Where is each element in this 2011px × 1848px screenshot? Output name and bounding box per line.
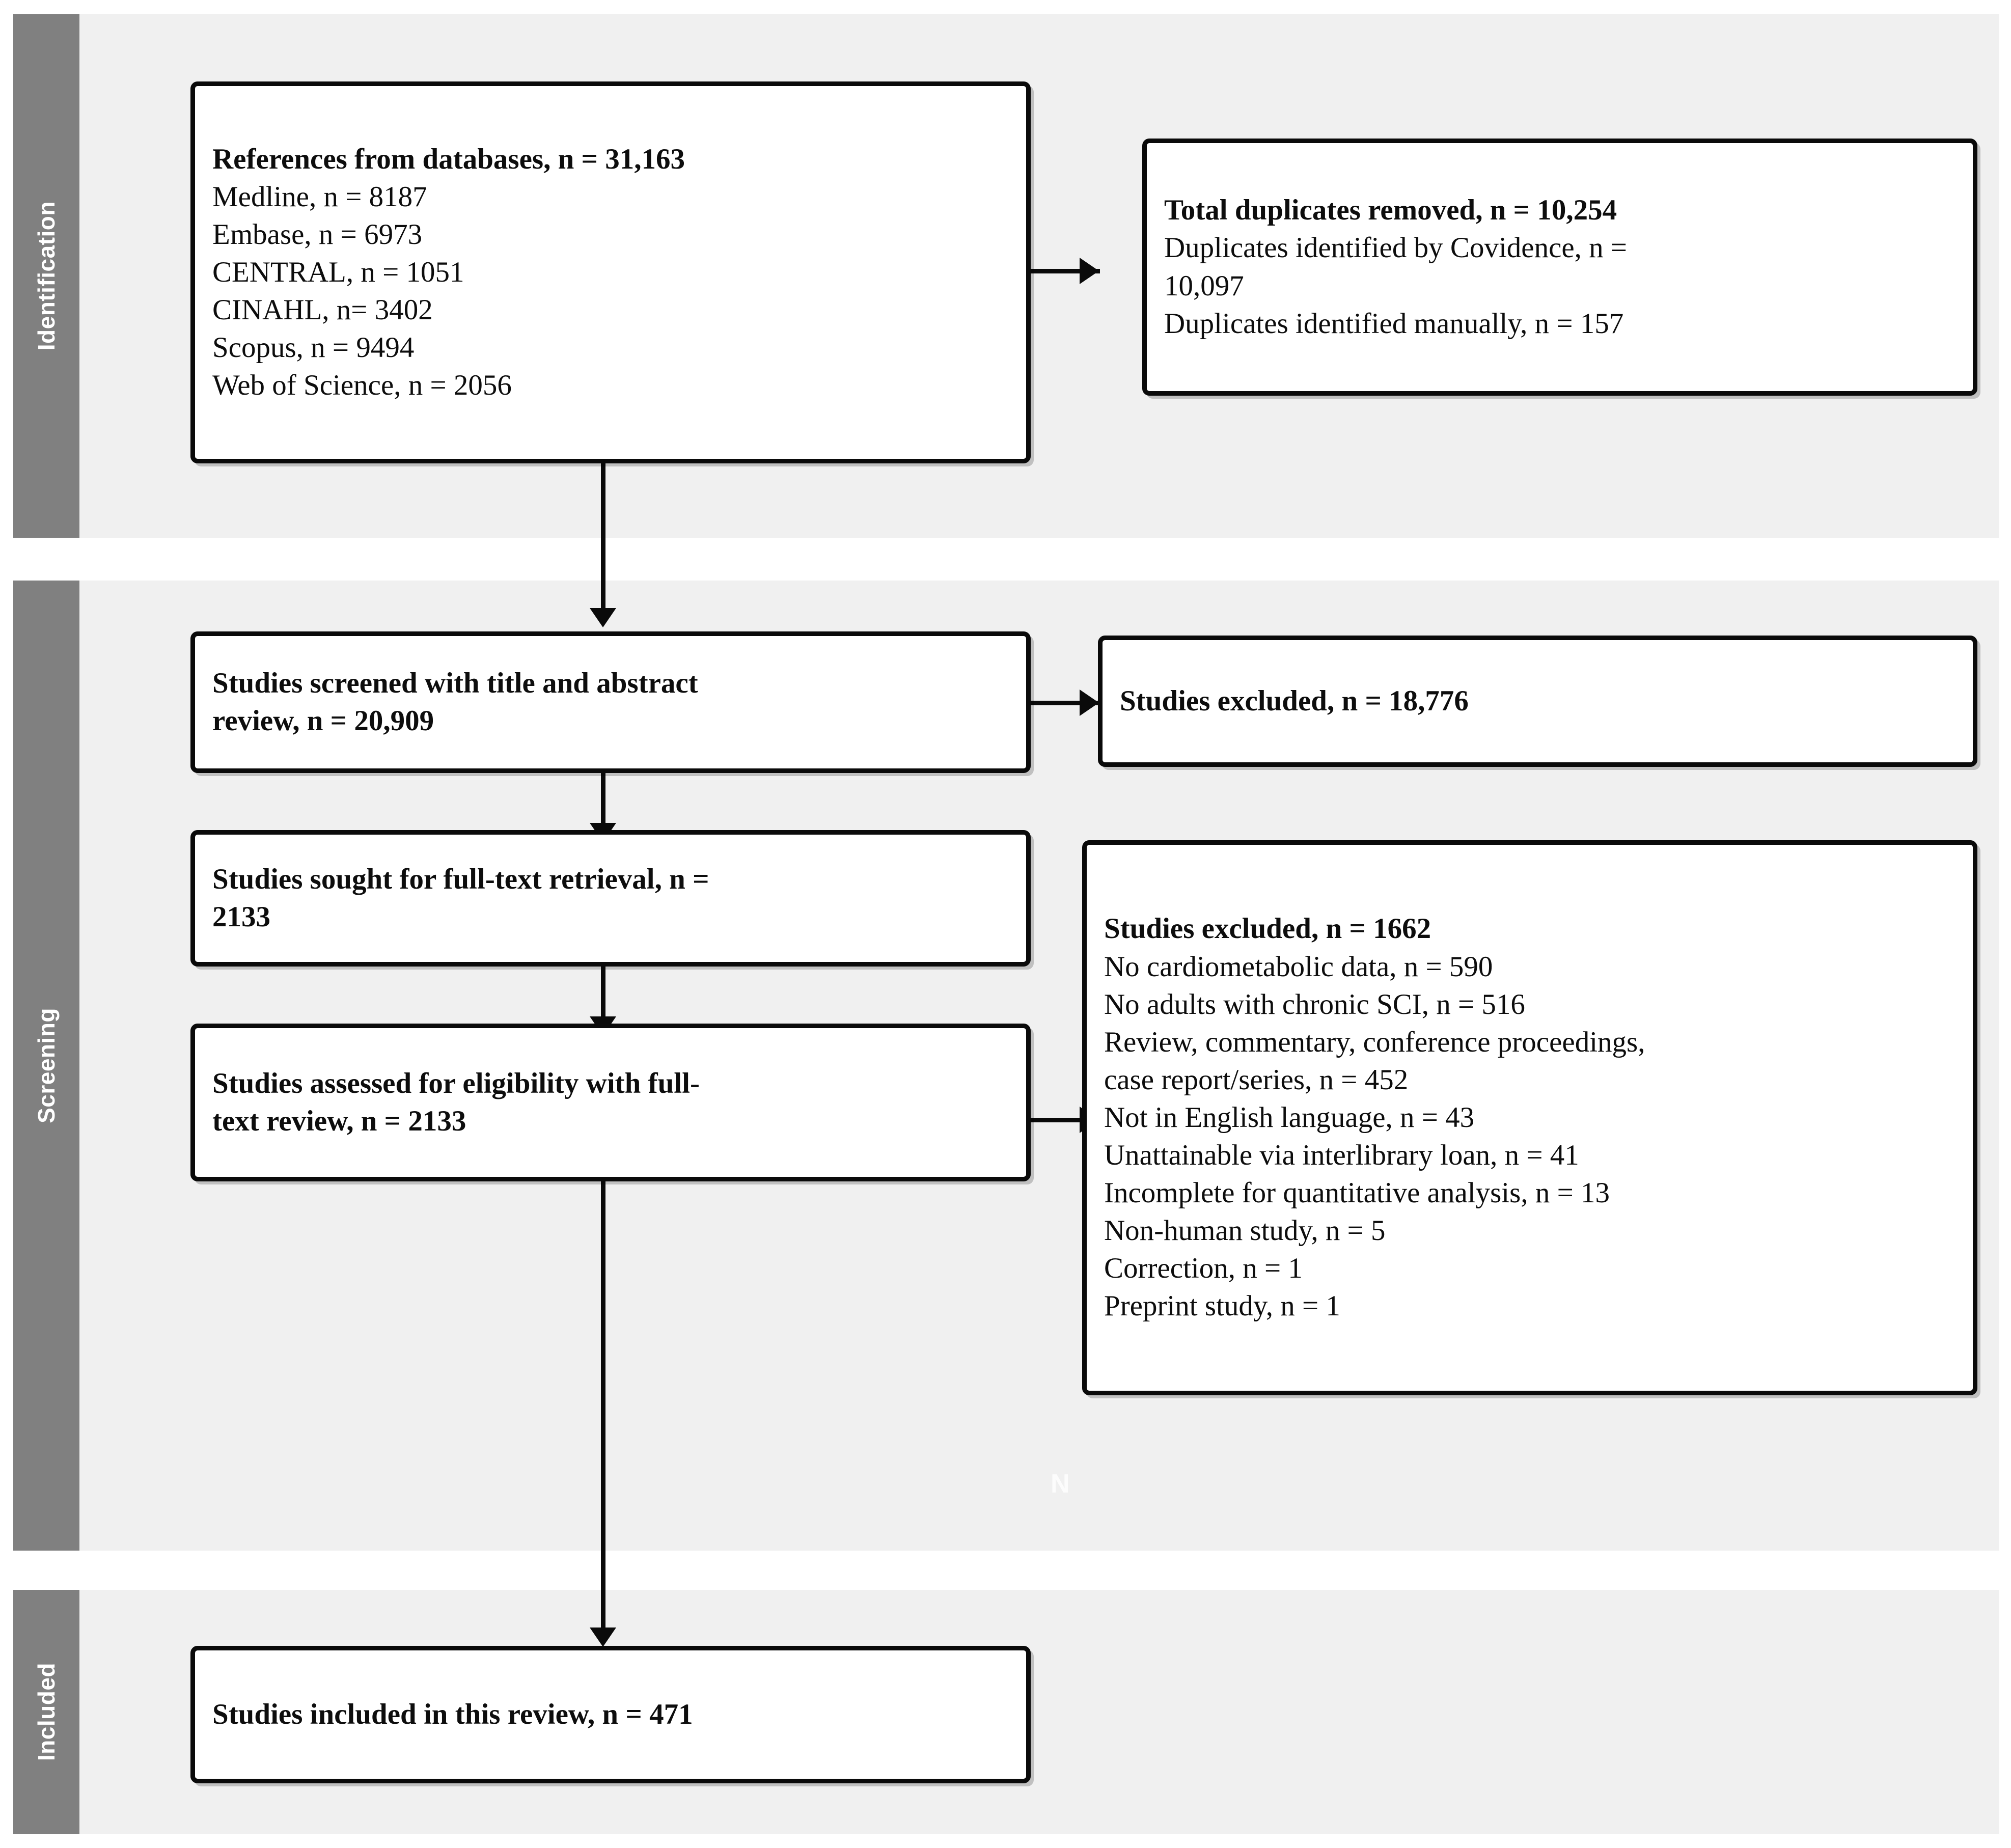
box-included-in-review: Studies included in this review, n = 471 bbox=[190, 1646, 1031, 1783]
box-line: CINAHL, n= 3402 bbox=[212, 294, 433, 326]
box-line: text review, n = 2133 bbox=[212, 1105, 466, 1137]
arrowhead-assessed-to-included bbox=[590, 1628, 616, 1647]
box-line: Scopus, n = 9494 bbox=[212, 332, 415, 364]
box-records-identified: References from databases, n = 31,163 Me… bbox=[190, 81, 1031, 463]
box-line: Correction, n = 1 bbox=[1104, 1252, 1303, 1285]
box-line: No adults with chronic SCI, n = 516 bbox=[1104, 988, 1525, 1020]
box-sought-full-text: Studies sought for full-text retrieval, … bbox=[190, 830, 1031, 967]
stage-tab-included: Included bbox=[13, 1590, 79, 1834]
box-line: Total duplicates removed, n = 10,254 bbox=[1164, 194, 1617, 227]
box-line: case report/series, n = 452 bbox=[1104, 1063, 1409, 1096]
box-line: Studies included in this review, n = 471 bbox=[212, 1698, 693, 1730]
box-line: Studies excluded, n = 1662 bbox=[1104, 913, 1431, 945]
box-line: Unattainable via interlibrary loan, n = … bbox=[1104, 1139, 1579, 1172]
connector-screened-to-sought bbox=[601, 773, 605, 842]
connector-assessed-to-excluded bbox=[1029, 1118, 1100, 1122]
box-line: Studies screened with title and abstract bbox=[212, 667, 698, 699]
stage-tab-identification: Identification bbox=[13, 14, 79, 538]
connector-screened-to-excluded bbox=[1029, 701, 1100, 705]
box-line: CENTRAL, n = 1051 bbox=[212, 256, 464, 288]
box-line: Not in English language, n = 43 bbox=[1104, 1101, 1475, 1134]
box-line: review, n = 20,909 bbox=[212, 705, 434, 737]
connector-identified-to-screened bbox=[601, 461, 605, 624]
arrowhead-identified-to-duplicates bbox=[1080, 258, 1099, 284]
stage-tab-identification-label: Identification bbox=[33, 201, 60, 351]
box-line: Studies excluded, n = 18,776 bbox=[1120, 684, 1469, 717]
box-duplicates-removed: Total duplicates removed, n = 10,254 Dup… bbox=[1142, 139, 1977, 396]
watermark-glyph: N bbox=[1051, 1469, 1070, 1499]
box-line: 10,097 bbox=[1164, 269, 1244, 302]
stage-tab-included-label: Included bbox=[33, 1663, 60, 1761]
box-line: 2133 bbox=[212, 901, 270, 933]
box-line: Studies assessed for eligibility with fu… bbox=[212, 1067, 700, 1099]
box-line: No cardiometabolic data, n = 590 bbox=[1104, 950, 1493, 983]
box-line: Embase, n = 6973 bbox=[212, 218, 423, 251]
connector-identified-to-duplicates bbox=[1029, 269, 1100, 273]
box-excluded-full-text: Studies excluded, n = 1662 No cardiometa… bbox=[1082, 840, 1977, 1395]
arrowhead-identified-to-screened bbox=[590, 608, 616, 627]
box-line: Review, commentary, conference proceedin… bbox=[1104, 1026, 1645, 1058]
stage-tab-screening-label: Screening bbox=[33, 1008, 60, 1123]
box-line: Duplicates identified by Covidence, n = bbox=[1164, 232, 1628, 264]
box-line: Duplicates identified manually, n = 157 bbox=[1164, 307, 1624, 340]
stage-tab-screening: Screening bbox=[13, 581, 79, 1551]
box-line: Non-human study, n = 5 bbox=[1104, 1215, 1386, 1247]
box-excluded-title-abstract: Studies excluded, n = 18,776 bbox=[1098, 636, 1977, 767]
arrowhead-screened-to-excluded bbox=[1080, 689, 1099, 716]
connector-sought-to-assessed bbox=[601, 967, 605, 1035]
connector-assessed-to-included bbox=[601, 1181, 605, 1640]
box-line: References from databases, n = 31,163 bbox=[212, 143, 685, 175]
box-screened-title-abstract: Studies screened with title and abstract… bbox=[190, 631, 1031, 773]
box-assessed-eligibility: Studies assessed for eligibility with fu… bbox=[190, 1024, 1031, 1181]
box-line: Medline, n = 8187 bbox=[212, 180, 427, 213]
box-line: Web of Science, n = 2056 bbox=[212, 369, 512, 402]
box-line: Studies sought for full-text retrieval, … bbox=[212, 863, 709, 895]
box-line: Incomplete for quantitative analysis, n … bbox=[1104, 1177, 1610, 1209]
box-line: Preprint study, n = 1 bbox=[1104, 1290, 1340, 1322]
